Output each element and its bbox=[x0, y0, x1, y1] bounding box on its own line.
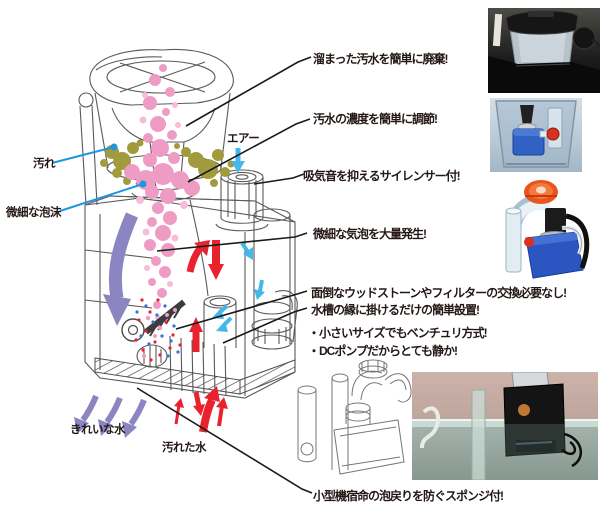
label-dirty-water: 汚れた水 bbox=[162, 442, 207, 454]
callout-no-replace: 面倒なウッドストーンやフィルターの交換必要なし! bbox=[311, 286, 567, 300]
dirt-particles bbox=[100, 139, 235, 187]
callout-adjust: 汚水の濃度を簡単に調節! bbox=[313, 112, 438, 126]
callout-discard: 溜まった汚水を簡単に廃棄! bbox=[313, 52, 449, 66]
photo-pump-inside-body bbox=[490, 98, 582, 172]
label-fine-foam: 微細な泡沫 bbox=[6, 207, 62, 219]
label-lines bbox=[51, 143, 147, 212]
callout-silencer: 吸気音を抑えるサイレンサー付! bbox=[303, 169, 461, 183]
photo-installed-on-tank bbox=[412, 372, 598, 480]
photo-venturi-pump-unit bbox=[498, 178, 592, 282]
venturi-nozzle bbox=[121, 299, 186, 342]
photo-collection-cup bbox=[488, 8, 600, 93]
callout-quiet: ・DCポンプだからとても静か! bbox=[308, 344, 458, 358]
fine-bubbles bbox=[124, 64, 200, 321]
mixing-speckles bbox=[134, 298, 182, 362]
device-outline bbox=[78, 48, 298, 399]
callout-bubbles: 微細な気泡を大量発生! bbox=[313, 227, 427, 241]
dirty-water-flow-arrows bbox=[174, 240, 228, 433]
callout-venturi: ・小さいサイズでもベンチュリ方式! bbox=[308, 326, 488, 340]
clean-water-flow-arrows bbox=[74, 212, 147, 438]
callout-lines bbox=[136, 56, 313, 494]
callout-easy-install: 水槽の縁に掛けるだけの簡単設置! bbox=[311, 303, 480, 317]
label-air: エアー bbox=[227, 133, 260, 145]
callout-sponge: 小型機宿命の泡戻りを防ぐスポンジ付! bbox=[313, 489, 504, 503]
pump-detail-sketch bbox=[297, 359, 412, 475]
label-clean-water: きれいな水 bbox=[70, 424, 126, 436]
label-dirt: 汚れ bbox=[33, 158, 56, 170]
bottom-plate-hatch bbox=[94, 357, 296, 395]
